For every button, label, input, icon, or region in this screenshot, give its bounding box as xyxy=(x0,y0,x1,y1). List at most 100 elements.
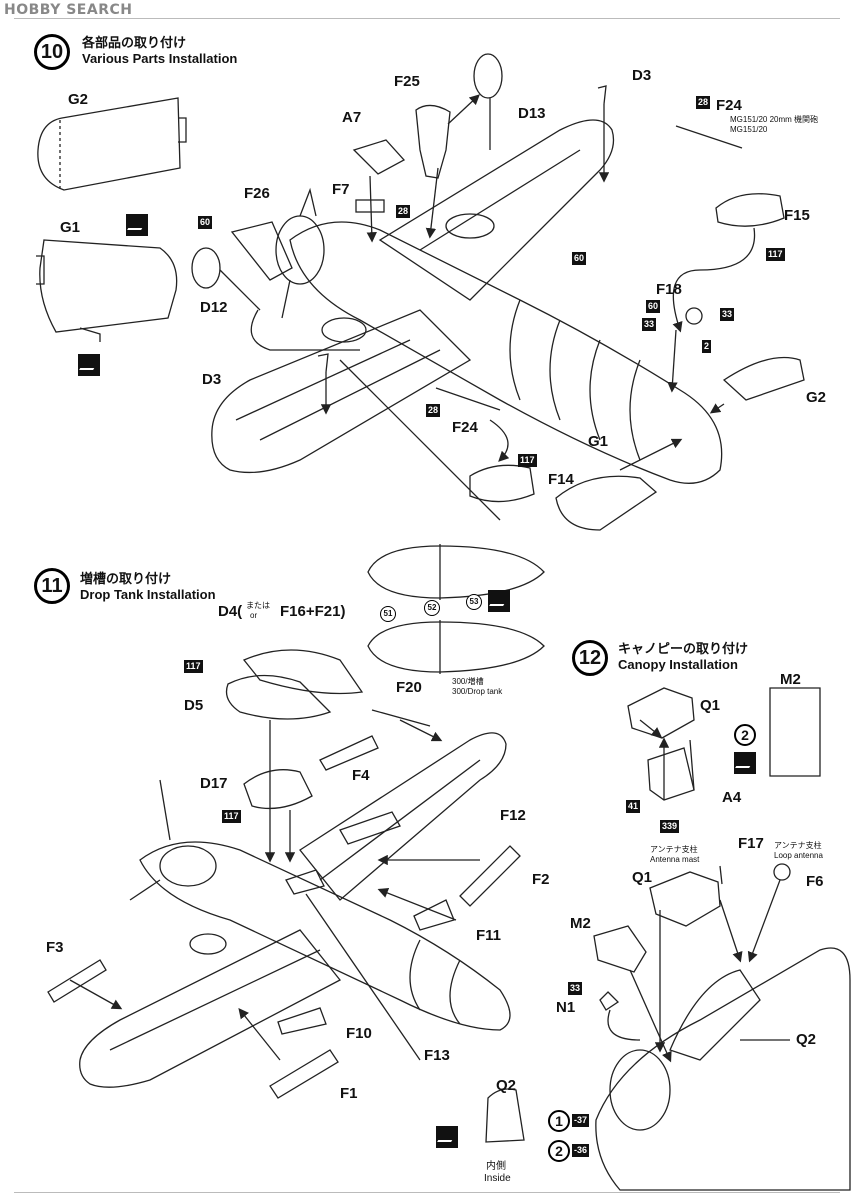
color-code-badge: 41 xyxy=(626,800,641,813)
part-label-d5: D5 xyxy=(184,697,204,714)
step-12-title-en: Canopy Installation xyxy=(618,657,738,672)
part-label-f10: F10 xyxy=(346,1025,372,1042)
watermark: HOBBY SEARCH xyxy=(4,2,133,18)
decal-number-51: 51 xyxy=(380,606,396,622)
part-label-f12: F12 xyxy=(500,807,526,824)
color-code-badge: 28 xyxy=(426,404,441,417)
part-label-q2: Q2 xyxy=(796,1031,817,1048)
part-label-d12: D12 xyxy=(200,299,228,316)
parts-step10-drawing xyxy=(191,53,805,531)
parts-step11-drawing xyxy=(47,649,521,1099)
color-code-badge: 33 xyxy=(720,308,735,321)
inside-label-en: Inside xyxy=(484,1173,511,1184)
color-code-badge: -36 xyxy=(572,1144,590,1157)
part-label-g2: G2 xyxy=(68,91,89,108)
color-code-badge: 28 xyxy=(396,205,411,218)
top-rule xyxy=(14,18,840,19)
paint-step-circle-2: 2 xyxy=(548,1140,570,1162)
part-label-f6: F6 xyxy=(806,873,824,890)
mg-gun-note-en: MG151/20 xyxy=(730,125,768,134)
color-code-badge: 60 xyxy=(646,300,661,313)
step-number-12: 12 xyxy=(572,640,608,676)
part-label-f4: F4 xyxy=(352,767,370,784)
part-label-f25: F25 xyxy=(394,73,420,90)
part-label-f24: F24 xyxy=(716,97,742,114)
star-decal-icon xyxy=(488,590,510,612)
paint-square-icon xyxy=(78,354,100,376)
part-label-q1-lower: Q1 xyxy=(632,869,653,886)
part-label-m2-lower: M2 xyxy=(570,915,591,932)
paint-step-circle-2: 2 xyxy=(734,724,756,746)
part-label-g2-right: G2 xyxy=(806,389,827,406)
paint-brush-icon xyxy=(436,1126,458,1148)
d4-or-jp: または xyxy=(246,601,270,610)
d4-or-en: or xyxy=(250,611,258,620)
mg-gun-note-jp: MG151/20 20mm 機関砲 xyxy=(730,115,819,124)
aircraft-step11-drawing xyxy=(79,732,511,1088)
step-12-title-jp: キャノピーの取り付け xyxy=(618,641,749,656)
step-number-10: 10 xyxy=(34,34,70,70)
decal-number-53: 53 xyxy=(466,594,482,610)
part-label-d13: D13 xyxy=(518,105,546,122)
antenna-mast-en: Antenna mast xyxy=(650,855,700,864)
canopy-step12-drawing xyxy=(485,687,851,1191)
part-label-d3: D3 xyxy=(632,67,652,84)
g2-panel-drawing xyxy=(37,97,187,191)
part-label-f7: F7 xyxy=(332,181,350,198)
color-code-badge: 117 xyxy=(184,660,203,673)
part-label-a7: A7 xyxy=(342,109,362,126)
color-code-badge: 117 xyxy=(222,810,241,823)
color-code-badge: 60 xyxy=(572,252,587,265)
paint-step-circle-1: 1 xyxy=(548,1110,570,1132)
color-code-badge: 117 xyxy=(766,248,785,261)
step-number-11: 11 xyxy=(34,568,70,604)
part-label-q1: Q1 xyxy=(700,697,721,714)
drop-tank-note-en: 300/Drop tank xyxy=(452,687,503,696)
part-label-f20: F20 xyxy=(396,679,422,696)
part-label-g1: G1 xyxy=(60,219,81,236)
color-code-badge: 2 xyxy=(702,340,712,353)
part-label-f2: F2 xyxy=(532,871,550,888)
part-label-f24-lower: F24 xyxy=(452,419,478,436)
step-10-title-en: Various Parts Installation xyxy=(82,51,238,66)
part-label-d4-alt: F16+F21) xyxy=(280,603,346,620)
paint-square-icon xyxy=(734,752,756,774)
part-label-d4: D4( xyxy=(218,603,243,620)
part-label-f18: F18 xyxy=(656,281,682,298)
antenna-mast-jp: アンテナ支柱 xyxy=(650,845,698,854)
part-label-f14: F14 xyxy=(548,471,574,488)
part-label-f17: F17 xyxy=(738,835,764,852)
color-code-badge: 339 xyxy=(660,820,680,833)
part-label-f1: F1 xyxy=(340,1085,358,1102)
part-label-f13: F13 xyxy=(424,1047,450,1064)
drop-tank-decal-drawing xyxy=(367,544,545,674)
part-label-f26: F26 xyxy=(244,185,270,202)
part-label-q2-detail: Q2 xyxy=(496,1077,517,1094)
color-code-badge: 33 xyxy=(568,982,583,995)
loop-antenna-en: Loop antenna xyxy=(774,851,823,860)
part-label-m2: M2 xyxy=(780,671,801,688)
g1-panel-drawing xyxy=(36,239,178,342)
color-code-badge: 60 xyxy=(198,216,213,229)
part-label-d3-lower: D3 xyxy=(202,371,222,388)
part-label-f15: F15 xyxy=(784,207,810,224)
color-code-badge: -37 xyxy=(572,1114,590,1127)
part-label-f3: F3 xyxy=(46,939,64,956)
color-code-badge: 28 xyxy=(696,96,711,109)
step-11-title-en: Drop Tank Installation xyxy=(80,587,216,602)
part-label-g1-right: G1 xyxy=(588,433,609,450)
part-label-n1: N1 xyxy=(556,999,576,1016)
step-10-title-jp: 各部品の取り付け xyxy=(82,35,187,50)
part-label-f11: F11 xyxy=(476,927,502,944)
color-code-badge: 33 xyxy=(642,318,657,331)
decal-number-52: 52 xyxy=(424,600,440,616)
step-11-title-jp: 増槽の取り付け xyxy=(80,571,172,586)
drop-tank-note-jp: 300/増槽 xyxy=(452,677,484,686)
color-code-badge: 117 xyxy=(518,454,537,467)
bottom-rule xyxy=(14,1192,840,1193)
loop-antenna-jp: アンテナ支柱 xyxy=(774,841,822,850)
inside-label-jp: 内側 xyxy=(486,1161,506,1172)
part-label-a4: A4 xyxy=(722,789,742,806)
paint-square-icon xyxy=(126,214,148,236)
